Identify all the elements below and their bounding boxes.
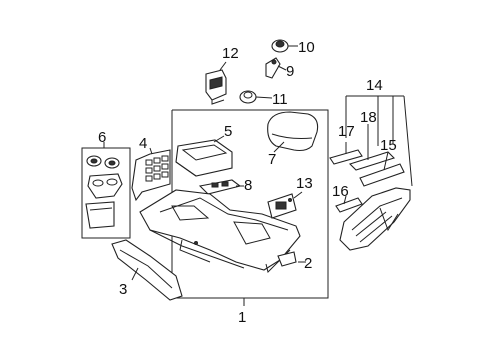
grommet-part — [239, 90, 257, 104]
callout-13: 13 — [296, 175, 313, 192]
callout-11: 11 — [272, 91, 288, 108]
console-body-part — [139, 189, 301, 273]
callout-17: 17 — [338, 123, 355, 140]
knob-part — [271, 39, 289, 53]
callout-1: 1 — [238, 309, 246, 326]
cup-holder-group — [81, 147, 131, 239]
side-trim-panel-part — [111, 239, 183, 301]
callout-4: 4 — [139, 135, 147, 152]
callout-16: 16 — [332, 183, 349, 200]
callout-5: 5 — [224, 123, 232, 140]
console-bracket-part — [277, 251, 297, 267]
switch-panel-part — [198, 179, 242, 195]
right-trim-group — [329, 95, 413, 251]
storage-tray-part — [175, 139, 233, 177]
callout-6: 6 — [98, 129, 106, 146]
leader-lines — [103, 45, 389, 306]
power-outlet-part — [205, 69, 227, 105]
callout-14: 14 — [366, 77, 383, 94]
bezel-vent-part — [131, 149, 171, 202]
callout-2: 2 — [304, 255, 312, 272]
remote-part — [267, 193, 297, 219]
callout-9: 9 — [286, 63, 294, 80]
callout-18: 18 — [360, 109, 377, 126]
socket-bulb-part — [265, 57, 281, 79]
callout-7: 7 — [268, 151, 276, 168]
callout-8: 8 — [244, 177, 252, 194]
callout-15: 15 — [380, 137, 397, 154]
callout-10: 10 — [298, 39, 315, 56]
callout-labels: 1 2 3 4 5 6 7 8 9 10 11 12 13 14 15 16 1… — [98, 39, 397, 326]
callout-3: 3 — [119, 281, 127, 298]
armrest-lid-part — [267, 111, 319, 152]
callout-12: 12 — [222, 45, 239, 62]
